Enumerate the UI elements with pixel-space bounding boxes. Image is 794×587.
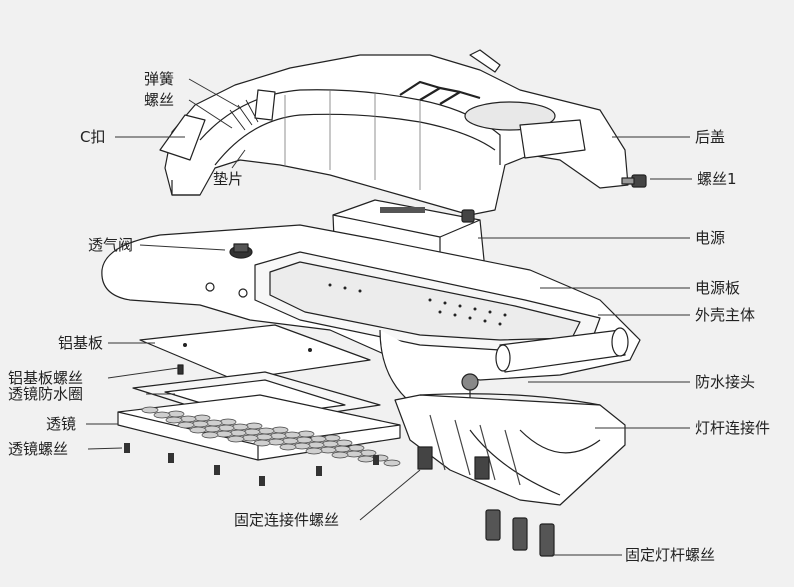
lens-cell [383,459,401,467]
label-gasket: 垫片 [213,170,244,188]
lens-cell [293,442,311,450]
lens-cell [179,415,197,423]
lens-cell [333,445,351,453]
lens-cell [347,444,365,452]
lens-cell [219,418,237,426]
lens-cell [203,425,221,433]
label-pole-fixing-screw: 固定灯杆螺丝 [625,546,716,564]
lens-cell [229,429,247,437]
lens-cell [243,428,261,436]
lens-cell [217,424,235,432]
leader-lines [86,78,692,556]
lens-part [117,394,401,467]
lens-cell [267,438,285,446]
lens-cell [357,455,375,463]
label-aluminum-board-screw: 铝基板螺丝 [8,369,84,387]
lens-cell [323,434,341,442]
lens-cell [307,441,325,449]
lens-cell [269,432,287,440]
lens-cell [345,450,363,458]
lens-cell [201,431,219,439]
lens-cell [305,447,323,455]
label-lens-screw: 透镜螺丝 [8,440,69,458]
lens-cell [245,422,263,430]
label-housing-body: 外壳主体 [695,306,756,324]
lens-cell [283,431,301,439]
label-screw-top: 螺丝 [144,91,175,109]
rear-cover [159,49,629,216]
lens-cell [191,420,209,428]
lens-cell [189,426,207,434]
label-rear-cover: 后盖 [695,128,726,146]
lens-cell [215,430,233,438]
label-connector-fixing-screw: 固定连接件螺丝 [234,511,340,529]
lens-cell [279,443,297,451]
label-lens-waterproof-ring: 透镜防水圈 [8,385,84,403]
lens-cell [177,421,195,429]
aluminum-board-part [139,324,371,381]
label-pole-connector: 灯杆连接件 [695,419,771,437]
lens-cell [241,434,259,442]
label-spring: 弹簧 [144,70,175,88]
pole-fixing-screws-part [485,509,555,557]
lens-cell [253,439,271,447]
screw-1-part [621,174,647,188]
label-c-clip: C扣 [80,128,106,146]
housing-body-part [101,224,641,421]
lens-cell [319,446,337,454]
lens-cell [295,436,313,444]
label-waterproof-connector: 防水接头 [695,373,756,391]
label-lens: 透镜 [46,415,77,433]
lens-cell [227,435,245,443]
lens-cell [255,433,273,441]
lens-cell [309,435,327,443]
lens-cell [141,406,159,414]
lens-cell [231,423,249,431]
lens-cell [331,451,349,459]
aluminum-board-screw-part [177,364,184,375]
lens-cell [153,411,171,419]
lens-cell [193,414,211,422]
label-aluminum-board: 铝基板 [58,334,104,352]
label-vent-valve: 透气阀 [88,236,134,254]
label-power-supply: 电源 [695,229,726,247]
lens-cell [335,439,353,447]
lens-cell [205,419,223,427]
lens-cell [281,437,299,445]
lens-cell [271,426,289,434]
label-power-board: 电源板 [695,279,741,297]
pole-connector-part [394,393,626,506]
lens-cell [321,440,339,448]
label-screw-1: 螺丝1 [697,170,737,188]
lens-cell [167,410,185,418]
lens-cell [297,430,315,438]
lens-cell [165,416,183,424]
lens-cell [257,427,275,435]
lens-screws-part [124,443,379,486]
